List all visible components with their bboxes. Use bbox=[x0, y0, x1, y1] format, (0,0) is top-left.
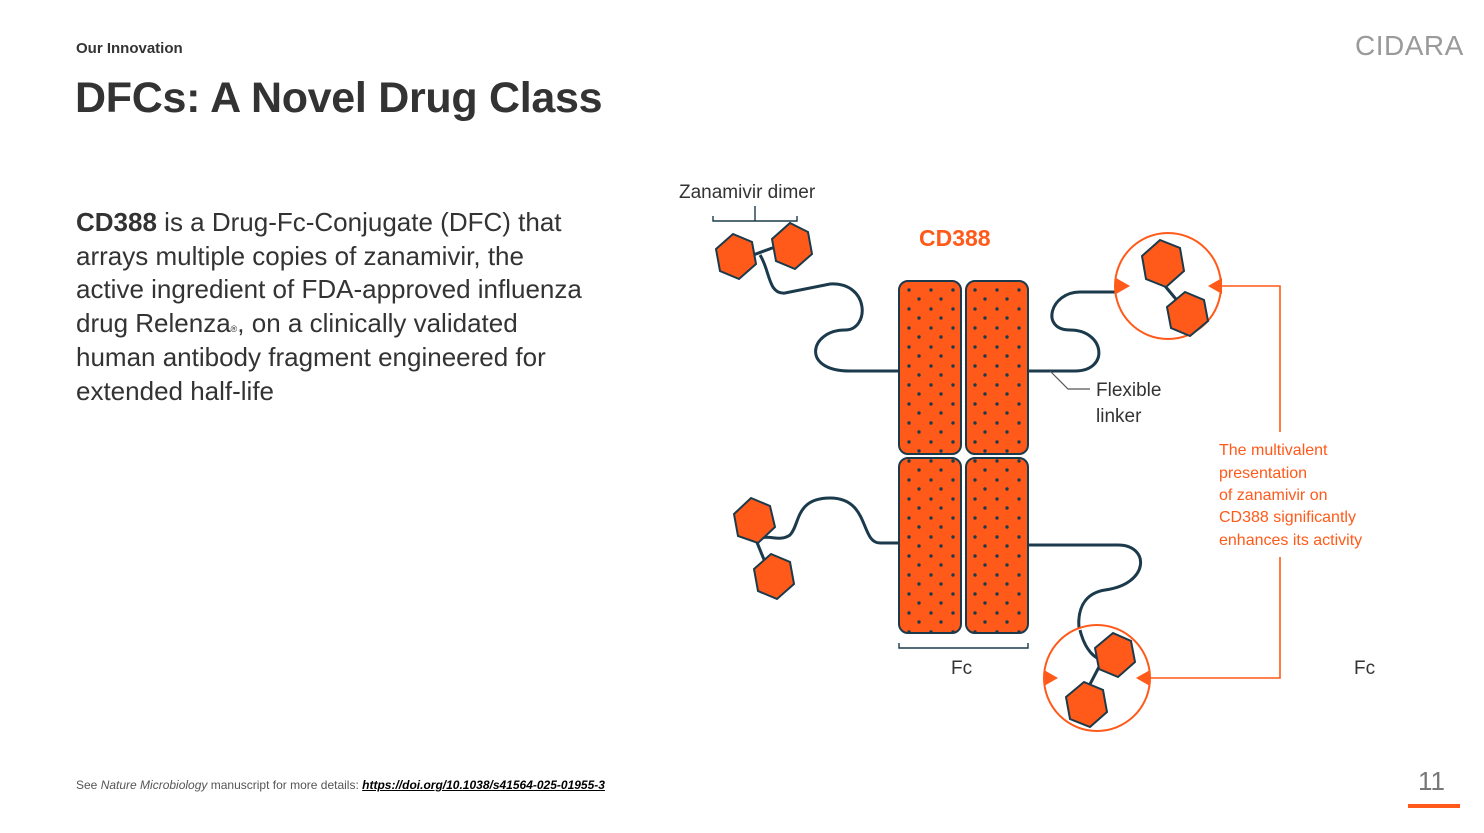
cd388-bold-lead: CD388 bbox=[76, 207, 157, 237]
page-number: 11 bbox=[1418, 766, 1445, 796]
hexagon bbox=[732, 496, 777, 545]
footnote: See Nature Microbiology manuscript for m… bbox=[76, 778, 605, 792]
footnote-middle: manuscript for more details: bbox=[207, 778, 363, 792]
zanamivir-callout-circle-bottom bbox=[1043, 624, 1151, 732]
zanamivir-callout-circle-top bbox=[1114, 232, 1222, 340]
registered-mark: ® bbox=[230, 324, 238, 335]
hexagon bbox=[770, 221, 814, 271]
callout-line-4: CD388 significantly bbox=[1219, 509, 1356, 526]
callout-line-5: enhances its activity bbox=[1219, 532, 1362, 549]
description-text-2: , on a clinically validated human antibo… bbox=[76, 308, 546, 406]
fc-bracket bbox=[898, 643, 1029, 649]
flexible-linker-pointer bbox=[1049, 370, 1090, 390]
hexagon bbox=[752, 552, 796, 601]
callout-line-3: of zanamivir on bbox=[1219, 487, 1328, 504]
cd388-label: CD388 bbox=[919, 225, 991, 251]
callout-line-1: The multivalent bbox=[1219, 442, 1328, 459]
footnote-prefix: See bbox=[76, 778, 101, 792]
hexagon bbox=[1064, 680, 1109, 729]
linker-bottom-left bbox=[761, 496, 900, 545]
zanamivir-dimer-label: Zanamivir dimer bbox=[679, 182, 816, 203]
description-paragraph: CD388 is a Drug-Fc-Conjugate (DFC) that … bbox=[76, 206, 596, 408]
zanamivir-dimer-bracket bbox=[712, 206, 798, 222]
linker-top-right bbox=[1028, 290, 1122, 373]
flexible-linker-label-line1: Flexible bbox=[1096, 380, 1161, 401]
activity-callout-text: The multivalent presentation of zanamivi… bbox=[1219, 442, 1362, 549]
doi-link[interactable]: https://doi.org/10.1038/s41564-025-01955… bbox=[362, 778, 605, 792]
zanamivir-dimer-bottom-left bbox=[732, 496, 796, 601]
fc-right-label: Fc bbox=[1354, 658, 1375, 679]
callout-connector bbox=[1150, 285, 1281, 679]
hexagon bbox=[1140, 238, 1186, 289]
callout-line-2: presentation bbox=[1219, 465, 1307, 482]
description-text-1: is a Drug-Fc-Conjugate (DFC) that arrays… bbox=[76, 207, 582, 339]
slide-title: DFCs: A Novel Drug Class bbox=[75, 74, 603, 122]
company-logo: CIDARA bbox=[1355, 30, 1464, 61]
flexible-linker-label-line2: linker bbox=[1096, 406, 1142, 427]
linker-top-left bbox=[758, 254, 900, 373]
hexagon bbox=[714, 232, 758, 281]
hexagon bbox=[1093, 631, 1137, 679]
section-eyebrow: Our Innovation bbox=[76, 40, 183, 57]
page-accent-bar bbox=[1408, 804, 1460, 808]
hexagon bbox=[1165, 290, 1210, 338]
footnote-journal: Nature Microbiology bbox=[100, 778, 208, 792]
fc-domains bbox=[898, 280, 1029, 634]
fc-bottom-label: Fc bbox=[951, 658, 972, 679]
zanamivir-dimer-top-left bbox=[714, 221, 814, 281]
